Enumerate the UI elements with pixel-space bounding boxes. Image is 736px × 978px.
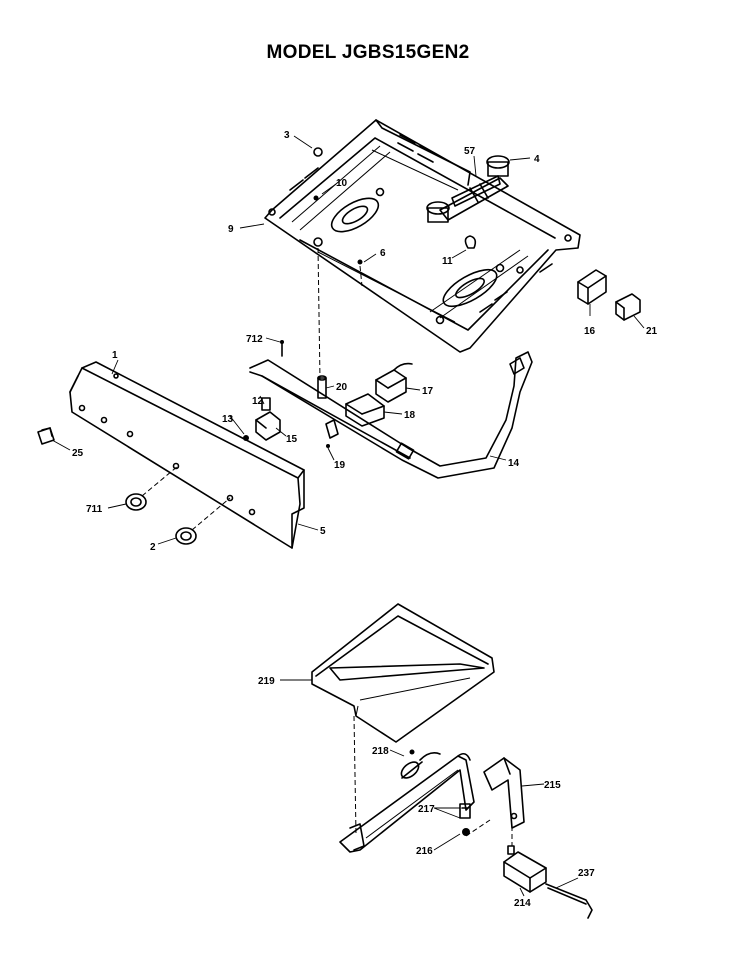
callout-1: 1: [112, 350, 118, 361]
callout-10: 10: [336, 178, 348, 189]
burner-box-frame: [264, 119, 581, 353]
callout-219: 219: [258, 676, 275, 687]
screw-712: [280, 340, 284, 357]
callout-19: 19: [334, 460, 346, 471]
callout-12: 12: [252, 396, 264, 407]
callout-4: 4: [534, 154, 540, 165]
callout-712: 712: [246, 334, 263, 345]
callout-711: 711: [86, 504, 103, 515]
knob-2: [175, 527, 197, 545]
rod-237: [545, 883, 593, 919]
callout-25: 25: [72, 448, 84, 459]
bracket-215: [483, 757, 525, 829]
callout-6: 6: [380, 248, 386, 259]
callout-3: 3: [284, 130, 290, 141]
orifice-218: [400, 749, 441, 779]
callout-5: 5: [320, 526, 326, 537]
callout-214: 214: [514, 898, 531, 909]
callout-11: 11: [442, 256, 453, 267]
nut-3: [313, 147, 323, 157]
callout-labels: 3 57 4 10 9 6 11 16 21 712 20 17 18 1 12…: [72, 130, 658, 909]
callout-237: 237: [578, 868, 595, 879]
bracket-19: [325, 419, 339, 448]
callout-216: 216: [416, 846, 433, 857]
clip-11: [464, 235, 477, 249]
broiler-shield-219: [311, 603, 495, 743]
igniter-17: [375, 362, 413, 403]
callout-217: 217: [418, 804, 435, 815]
callout-15: 15: [286, 434, 298, 445]
callout-17: 17: [422, 386, 434, 397]
knob-711: [125, 493, 147, 511]
valve-12: [261, 397, 271, 411]
valve-214: [503, 845, 547, 893]
screw-6: [357, 259, 363, 265]
washer-216: [462, 828, 470, 836]
callout-14: 14: [508, 458, 520, 469]
screw-10: [313, 195, 319, 201]
callout-2: 2: [150, 542, 156, 553]
burner-valves: [426, 155, 510, 223]
callout-20: 20: [336, 382, 348, 393]
connector-21: [615, 293, 641, 321]
callout-57: 57: [464, 146, 476, 157]
callout-9: 9: [228, 224, 234, 235]
switch-16: [577, 269, 607, 305]
callout-215: 215: [544, 780, 561, 791]
callout-21: 21: [646, 326, 658, 337]
broiler-burner-tube: [339, 752, 475, 853]
callout-18: 18: [404, 410, 416, 421]
callout-13: 13: [222, 414, 234, 425]
bracket-18: [345, 393, 385, 427]
callout-218: 218: [372, 746, 389, 757]
clip-25: [37, 427, 55, 445]
spring-217: [459, 803, 471, 819]
page-title: MODEL JGBS15GEN2: [266, 42, 470, 63]
valve-15: [255, 411, 281, 441]
manifold-14: [249, 351, 533, 479]
callout-16: 16: [584, 326, 596, 337]
control-panel-1: [69, 361, 305, 549]
leader-lines: [51, 135, 645, 897]
